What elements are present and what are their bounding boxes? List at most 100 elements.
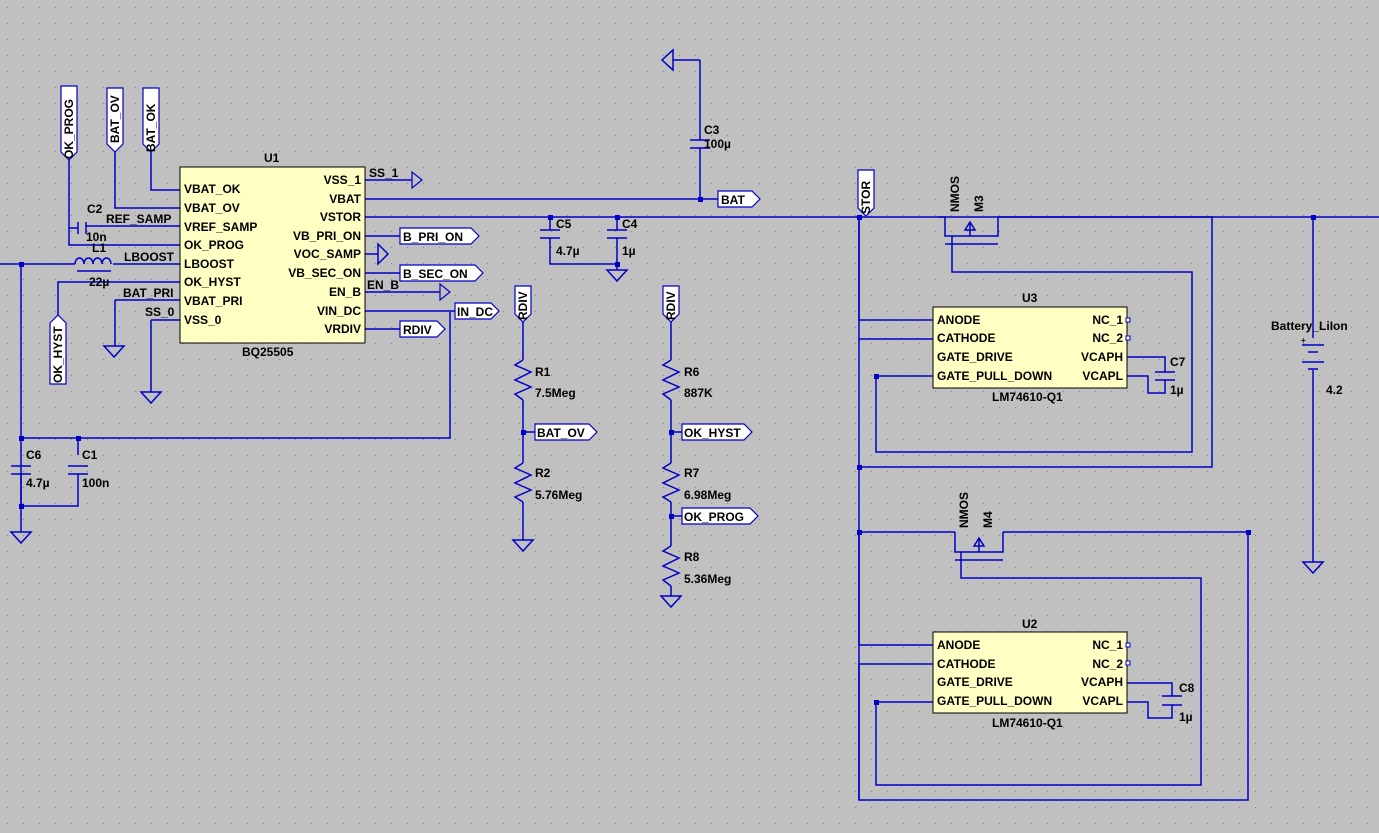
flag-ok-prog-vertical[interactable]: OK_PROG — [60, 85, 78, 161]
flag-ss-1-arrow — [411, 170, 451, 302]
flag-ok-hyst-vertical[interactable]: OK_HYST — [49, 314, 67, 385]
ic-u3[interactable]: U3 LM74610-Q1 ANODE CATHODE GATE_DRIVE G… — [932, 291, 1131, 404]
u1-pin-vin-dc: VIN_DC — [317, 304, 361, 318]
flag-ok-hyst[interactable]: OK_HYST — [681, 423, 753, 441]
u1-pin-en-b: EN_B — [329, 285, 361, 299]
capacitor-c7[interactable]: C7 1µ — [1155, 355, 1186, 397]
flag-rdiv[interactable]: RDIV — [399, 320, 446, 338]
u3-pin-vcaph: VCAPH — [1081, 350, 1123, 364]
flag-ok-hyst-text: OK_HYST — [684, 426, 741, 440]
u3-ref: U3 — [1022, 291, 1038, 305]
r2-ref: R2 — [535, 466, 551, 480]
flag-b-pri-on[interactable]: B_PRI_ON — [399, 227, 480, 245]
u2-part: LM74610-Q1 — [992, 716, 1063, 730]
flag-bat-ov-vertical-text: BAT_OV — [108, 95, 122, 143]
c1-ref: C1 — [82, 448, 98, 462]
ground-symbols — [9, 48, 1325, 609]
u2-pin-cathode: CATHODE — [937, 657, 995, 671]
c4-value: 1µ — [622, 244, 636, 258]
r1-value: 7.5Meg — [535, 386, 576, 400]
c7-ref: C7 — [1170, 355, 1186, 369]
m4-type: NMOS — [957, 492, 971, 528]
u1-pin-vbat-pri: VBAT_PRI — [184, 294, 242, 308]
capacitor-c6[interactable]: C6 4.7µ — [11, 448, 50, 490]
u3-pin-vcapl: VCAPL — [1082, 369, 1123, 383]
flag-b-sec-on[interactable]: B_SEC_ON — [399, 264, 484, 282]
u3-pin-cathode: CATHODE — [937, 331, 995, 345]
resistor-r2[interactable]: R2 5.76Meg — [513, 462, 582, 503]
wires[interactable] — [0, 60, 1379, 801]
flag-stor-vertical-text: STOR — [859, 181, 873, 214]
u3-pin-nc2: NC_2 — [1092, 331, 1123, 345]
flag-bat-ov-text: BAT_OV — [537, 426, 585, 440]
r7-ref: R7 — [684, 466, 700, 480]
capacitor-c4[interactable]: C4 1µ — [607, 217, 638, 258]
u1-pin-voc-samp: VOC_SAMP — [294, 247, 361, 261]
c5-ref: C5 — [556, 217, 572, 231]
c8-ref: C8 — [1179, 681, 1195, 695]
flag-bat[interactable]: BAT — [717, 190, 761, 208]
net-labels: SS_1 SS_0 REF_SAMP LBOOST BAT_PRI EN_B — [106, 166, 399, 319]
flag-rdiv-2-vertical[interactable]: RDIV — [662, 285, 680, 323]
net-label-ref-samp: REF_SAMP — [106, 212, 171, 226]
flag-ok-hyst-vertical-text: OK_HYST — [51, 326, 65, 383]
battery-liion[interactable]: + Battery_LiIon 4.2 — [1271, 319, 1348, 397]
r2-value: 5.76Meg — [535, 488, 582, 502]
l1-ref: L1 — [92, 241, 106, 255]
m3-type: NMOS — [948, 176, 962, 212]
capacitor-c5[interactable]: C5 4.7µ — [540, 217, 580, 258]
flag-in-dc[interactable]: IN_DC — [454, 302, 500, 320]
inductor-l1[interactable]: L1 22µ — [74, 241, 112, 289]
resistor-r8[interactable]: R8 5.36Meg — [661, 545, 731, 587]
u1-pin-vstor: VSTOR — [320, 210, 361, 224]
u3-pin-nc1: NC_1 — [1092, 313, 1123, 327]
flag-bat-text: BAT — [721, 193, 745, 207]
u1-ref: U1 — [264, 151, 280, 165]
mosfet-m3[interactable]: NMOS M3 — [944, 176, 999, 245]
u1-pin-vss-0: VSS_0 — [184, 313, 222, 327]
c2-ref: C2 — [87, 202, 103, 216]
capacitor-c2[interactable]: C2 10n — [77, 202, 107, 244]
flag-rdiv-2-vertical-text: RDIV — [664, 291, 678, 320]
ground-icon — [605, 269, 629, 283]
c6-value: 4.7µ — [26, 476, 50, 490]
flag-ok-prog[interactable]: OK_PROG — [681, 507, 759, 525]
l1-value: 22µ — [89, 275, 109, 289]
flag-rdiv-text: RDIV — [403, 323, 432, 337]
c3-ref: C3 — [704, 123, 720, 137]
battery-plus-sign: + — [1301, 336, 1306, 345]
net-label-ss-1: SS_1 — [369, 166, 399, 180]
resistor-r1[interactable]: R1 7.5Meg — [513, 359, 576, 401]
u3-pin-anode: ANODE — [937, 313, 980, 327]
u1-pin-vb-sec-on: VB_SEC_ON — [288, 266, 361, 280]
flag-bat-ok-vertical-text: BAT_OK — [144, 103, 158, 152]
u1-pin-vbat-ov: VBAT_OV — [184, 201, 240, 215]
r6-value: 887K — [684, 386, 713, 400]
ground-icon — [139, 391, 163, 405]
flag-rdiv-1-vertical[interactable]: RDIV — [514, 285, 532, 323]
resistor-r7[interactable]: R7 6.98Meg — [661, 462, 731, 503]
ground-icon — [102, 345, 126, 359]
mosfet-m4[interactable]: NMOS M4 — [954, 492, 1004, 561]
ic-u2[interactable]: U2 LM74610-Q1 ANODE CATHODE GATE_DRIVE G… — [932, 617, 1131, 730]
ic-u1[interactable]: U1 BQ25505 VBAT_OK VBAT_OV VREF_SAMP OK_… — [179, 151, 366, 359]
flag-bat-ov-vertical[interactable]: BAT_OV — [106, 87, 124, 153]
ground-icon — [659, 595, 683, 609]
m4-ref: M4 — [981, 511, 995, 528]
resistor-r6[interactable]: R6 887K — [661, 359, 713, 401]
capacitor-c3[interactable]: C3 100µ — [690, 123, 731, 151]
u1-pin-lboost: LBOOST — [184, 257, 235, 271]
flag-bat-ok-vertical[interactable]: BAT_OK — [142, 87, 160, 153]
capacitor-c8[interactable]: C8 1µ — [1162, 681, 1195, 724]
flag-b-sec-on-text: B_SEC_ON — [403, 267, 468, 281]
battery-value: 4.2 — [1326, 383, 1343, 397]
c1-value: 100n — [82, 476, 109, 490]
capacitor-c1[interactable]: C1 100n — [68, 448, 109, 490]
u1-part: BQ25505 — [242, 345, 294, 359]
u3-pin-gate-pull-down: GATE_PULL_DOWN — [937, 369, 1052, 383]
flag-stor-vertical[interactable]: STOR — [857, 169, 875, 217]
u1-pin-vref-samp: VREF_SAMP — [184, 220, 257, 234]
flag-bat-ov[interactable]: BAT_OV — [534, 423, 598, 441]
